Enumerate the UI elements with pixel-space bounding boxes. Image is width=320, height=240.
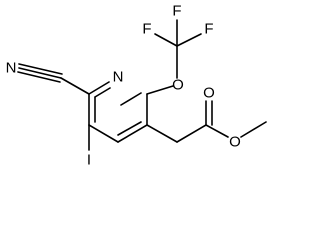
- triple-bond-3: [17, 71, 61, 83]
- bond-carbonyl-c-ester-o: [205, 124, 229, 138]
- bond-ch2-carbonyl-c: [176, 124, 207, 143]
- atom-label-iodine: I: [87, 152, 91, 169]
- bond-cf3-f2: [154, 33, 178, 47]
- triple-bond-1: [18, 67, 62, 79]
- ring-bond-c4-c5: [88, 124, 119, 143]
- chemical-structure: N N O O O I F F F: [6, 3, 267, 169]
- ring-bond-c3-c4-inner: [117, 121, 142, 136]
- bond-cf3-f3: [176, 33, 202, 47]
- bond-ester-o-methyl: [240, 121, 267, 138]
- ring-bond-n-c2: [120, 92, 142, 106]
- atom-label-ring-n: N: [113, 69, 124, 86]
- bond-c2-ether-o: [146, 85, 174, 95]
- ring-bond-c6-n: [88, 81, 110, 95]
- atom-label-fluorine-2: F: [142, 21, 151, 38]
- atom-label-ester-o: O: [229, 134, 241, 151]
- atom-label-nitrile-n: N: [6, 60, 17, 77]
- atom-label-carbonyl-o: O: [203, 85, 215, 102]
- ring-bond-c6-n-inner: [94, 87, 111, 98]
- triple-bond-2: [18, 63, 63, 75]
- atom-label-fluorine-1: F: [172, 3, 181, 20]
- bond-c6-nitrile-c: [60, 77, 90, 95]
- atom-label-ether-o: O: [172, 77, 184, 94]
- atom-label-fluorine-3: F: [204, 21, 213, 38]
- bond-c3-ch2: [146, 124, 178, 143]
- ring-bond-c3-c4: [117, 124, 148, 143]
